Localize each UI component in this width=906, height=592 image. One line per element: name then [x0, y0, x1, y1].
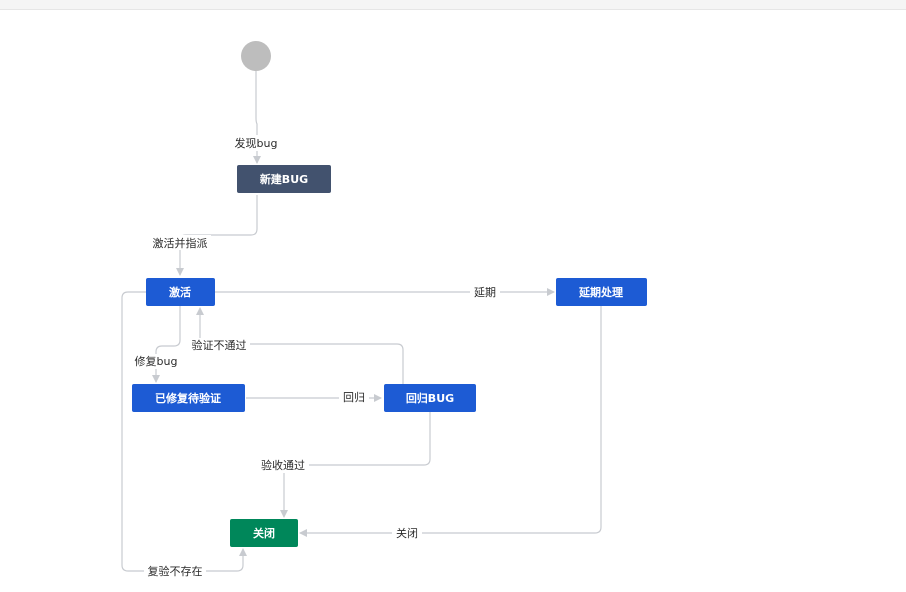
status-closed-label: 关闭 [253, 526, 275, 540]
status-closed[interactable]: 关闭 [230, 519, 298, 547]
edge-label-found: 发现bug [232, 135, 280, 151]
status-active[interactable]: 激活 [146, 278, 215, 306]
start-node[interactable] [241, 41, 271, 71]
edge-label-reject: 验证不通过 [188, 338, 250, 352]
edge-label-close: 关闭 [392, 526, 422, 541]
status-fixed-label: 已修复待验证 [155, 391, 221, 405]
edge-label-fix: 修复bug [131, 354, 181, 369]
status-nodes: 新建BUG 激活 延期处理 已修复待验证 回归BUG 关闭 [132, 165, 647, 547]
edge-fix[interactable] [152, 306, 181, 383]
edge-label-defer-text: 延期 [474, 286, 496, 299]
edge-label-accept-text: 验收通过 [261, 458, 305, 472]
status-deferred-label: 延期处理 [578, 285, 623, 299]
status-fixed[interactable]: 已修复待验证 [132, 384, 245, 412]
edge-labels: 发现bug 激活并指派 延期 修复bug 验证不通过 回归 验收通过 关闭 [131, 135, 500, 579]
edge-label-accept: 验收通过 [257, 458, 309, 473]
status-new-label: 新建BUG [260, 172, 308, 186]
status-regression-label: 回归BUG [406, 391, 454, 405]
edge-label-activate-text: 激活并指派 [153, 236, 208, 250]
top-toolbar-strip [0, 0, 906, 10]
status-regression[interactable]: 回归BUG [384, 384, 476, 412]
status-active-label: 激活 [169, 285, 191, 299]
edge-label-regress: 回归 [339, 390, 369, 405]
edge-notexist[interactable] [121, 291, 247, 572]
edge-label-regress-text: 回归 [343, 390, 365, 404]
status-deferred[interactable]: 延期处理 [556, 278, 647, 306]
edge-label-activate: 激活并指派 [149, 235, 211, 250]
status-new[interactable]: 新建BUG [237, 165, 331, 193]
edge-label-defer: 延期 [470, 285, 500, 300]
edge-label-fix-text: 修复bug [135, 354, 178, 368]
edges [121, 71, 602, 572]
edge-found[interactable] [253, 71, 261, 164]
edge-label-notexist: 复验不存在 [144, 564, 206, 579]
edge-label-notexist-text: 复验不存在 [148, 564, 203, 578]
edge-label-close-text: 关闭 [396, 526, 418, 540]
edge-label-reject-text: 验证不通过 [192, 338, 247, 352]
edge-label-found-text: 发现bug [235, 136, 278, 150]
edge-close[interactable] [299, 305, 602, 537]
